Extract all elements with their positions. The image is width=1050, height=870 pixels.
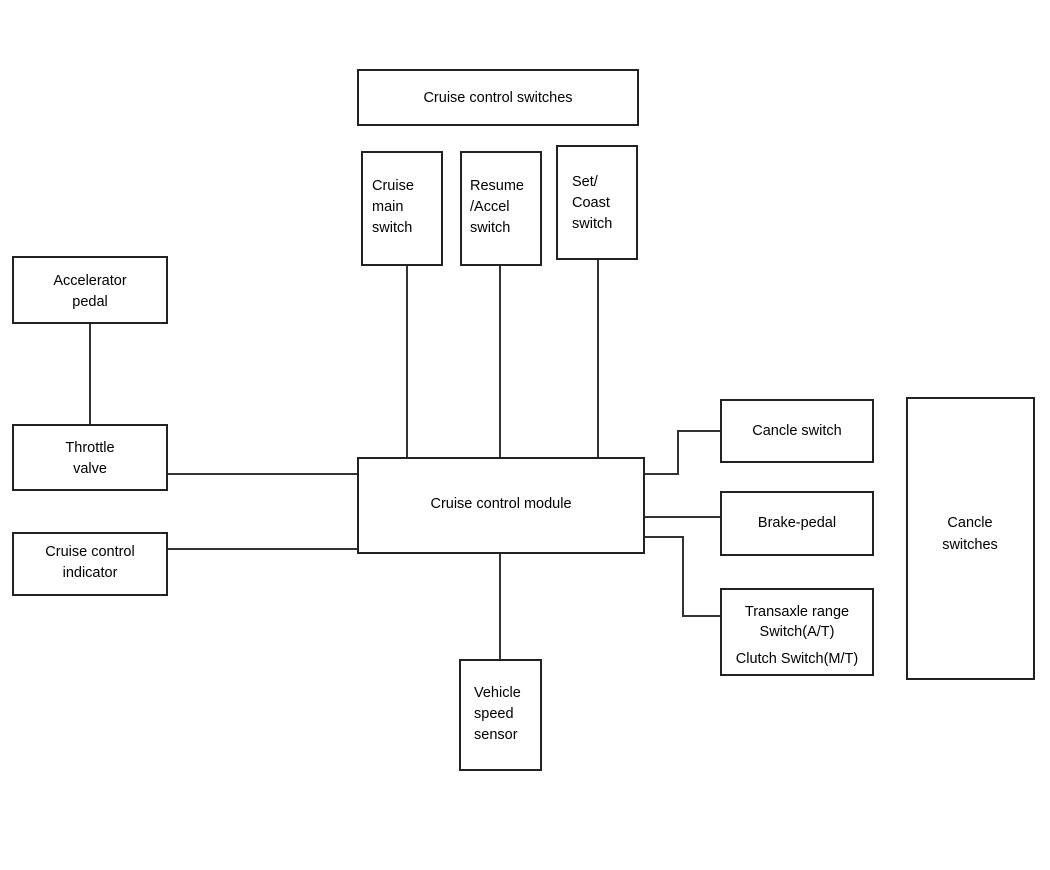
cruise-control-module-box[interactable] [357,457,645,554]
cruise-main-switch-box[interactable] [361,151,443,266]
accelerator-pedal-box[interactable] [12,256,168,324]
brake-pedal-box[interactable] [720,491,874,556]
cruise-main-switch-label-line2: main [372,199,403,215]
throttle-valve-label-line1: Throttle [65,440,114,456]
cruise-control-switches-box[interactable] [357,69,639,126]
node-vehicle-speed-sensor[interactable]: Vehicle speed sensor [459,659,542,771]
cruise-control-indicator-label-line1: Cruise control [45,544,134,560]
cruise-main-switch-label-line3: switch [372,220,412,236]
brake-pedal-label: Brake-pedal [758,515,836,531]
vehicle-speed-sensor-label-line3: sensor [474,727,518,743]
cruise-control-indicator-box[interactable] [12,532,168,596]
cruise-control-switches-label: Cruise control switches [423,90,572,106]
throttle-valve-label-line2: valve [73,461,107,477]
vehicle-speed-sensor-label-line2: speed [474,706,514,722]
node-cruise-control-switches[interactable]: Cruise control switches [357,69,639,126]
accelerator-pedal-label-line1: Accelerator [53,273,127,289]
set-coast-switch-label-line2: Coast [572,195,610,211]
transaxle-clutch-switch-label-line2: Switch(A/T) [760,624,835,640]
connector-module-to-transaxle-clutch-switch [643,536,722,617]
cancle-switches-group-label-line2: switches [942,537,998,553]
set-coast-switch-label-line1: Set/ [572,174,599,190]
node-cruise-main-switch[interactable]: Cruise main switch [361,151,443,266]
set-coast-switch-label-line3: switch [572,216,612,232]
set-coast-switch-box[interactable] [556,145,638,260]
cruise-main-switch-label-line1: Cruise [372,178,414,194]
cancle-switches-group-box[interactable] [906,397,1035,680]
transaxle-clutch-switch-label-line1: Transaxle range [745,604,849,620]
throttle-valve-box[interactable] [12,424,168,491]
transaxle-clutch-switch-box[interactable] [720,588,874,676]
node-cancle-switches-group[interactable]: Cancle switches [906,397,1035,680]
node-accelerator-pedal[interactable]: Accelerator pedal [12,256,168,324]
cruise-control-module-label: Cruise control module [430,496,571,512]
cancle-switch-box[interactable] [720,399,874,463]
node-cancle-switch[interactable]: Cancle switch [720,399,874,463]
cancle-switch-label: Cancle switch [752,423,841,439]
node-brake-pedal[interactable]: Brake-pedal [720,491,874,556]
cruise-control-indicator-label-line2: indicator [63,565,118,581]
vehicle-speed-sensor-box[interactable] [459,659,542,771]
resume-accel-switch-label-line1: Resume [470,178,524,194]
connector-layer [89,258,722,661]
resume-accel-switch-label-line2: /Accel [470,199,510,215]
resume-accel-switch-label-line3: switch [470,220,510,236]
node-set-coast-switch[interactable]: Set/ Coast switch [556,145,638,260]
node-throttle-valve[interactable]: Throttle valve [12,424,168,491]
node-resume-accel-switch[interactable]: Resume /Accel switch [460,151,542,266]
accelerator-pedal-label-line2: pedal [72,294,107,310]
node-transaxle-clutch-switch[interactable]: Transaxle range Switch(A/T) Clutch Switc… [720,588,874,676]
connector-module-to-cancle-switch [643,430,722,475]
node-cruise-control-indicator[interactable]: Cruise control indicator [12,532,168,596]
resume-accel-switch-box[interactable] [460,151,542,266]
transaxle-clutch-switch-label-line3: Clutch Switch(M/T) [736,651,858,667]
cancle-switches-group-label-line1: Cancle [947,515,992,531]
node-cruise-control-module[interactable]: Cruise control module [357,457,645,554]
vehicle-speed-sensor-label-line1: Vehicle [474,685,521,701]
